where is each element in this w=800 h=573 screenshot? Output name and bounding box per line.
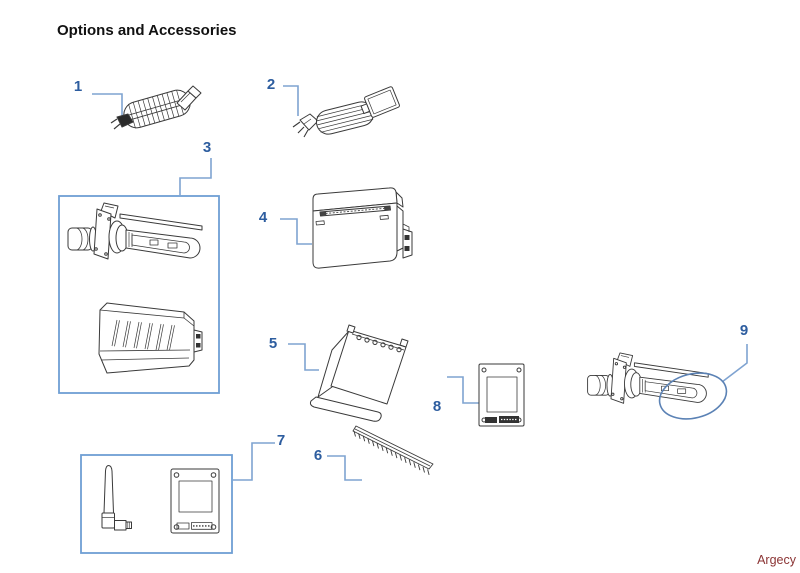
callout-line-3	[179, 158, 212, 195]
peeler-module-art	[98, 302, 203, 374]
callout-line-2	[283, 85, 299, 116]
callout-label-3: 3	[202, 139, 212, 156]
interface-board-art	[478, 363, 525, 427]
callout-line-8	[447, 376, 479, 404]
option-box-3	[58, 195, 220, 394]
callout-line-7	[233, 442, 275, 481]
tear-bar-art	[352, 425, 434, 476]
media-tray-art	[309, 324, 409, 422]
callout-line-5	[288, 343, 319, 371]
callout-label-8: 8	[432, 398, 442, 415]
usb-cable-art	[110, 85, 202, 130]
spindle-9-art	[587, 352, 709, 404]
callout-line-1	[92, 93, 123, 121]
callout-line-6	[327, 455, 362, 481]
cutter-module-art	[312, 187, 413, 269]
callout-label-5: 5	[268, 335, 278, 352]
watermark: Argecy	[757, 553, 796, 567]
callout-label-2: 2	[266, 76, 276, 93]
callout-label-6: 6	[313, 447, 323, 464]
antenna-art	[101, 465, 132, 531]
callout-label-4: 4	[258, 209, 268, 226]
callout-label-1: 1	[73, 78, 83, 95]
page-title: Options and Accessories	[57, 22, 237, 39]
callout-label-7: 7	[276, 432, 286, 449]
wireless-board-art	[170, 468, 220, 534]
highlight-ellipse	[658, 372, 728, 420]
callout-label-9: 9	[739, 322, 749, 339]
callout-line-9	[721, 344, 748, 383]
power-cord-art	[292, 86, 400, 138]
callout-line-4	[280, 218, 312, 245]
rewind-spindle-art	[67, 202, 203, 260]
option-box-7	[80, 454, 233, 554]
